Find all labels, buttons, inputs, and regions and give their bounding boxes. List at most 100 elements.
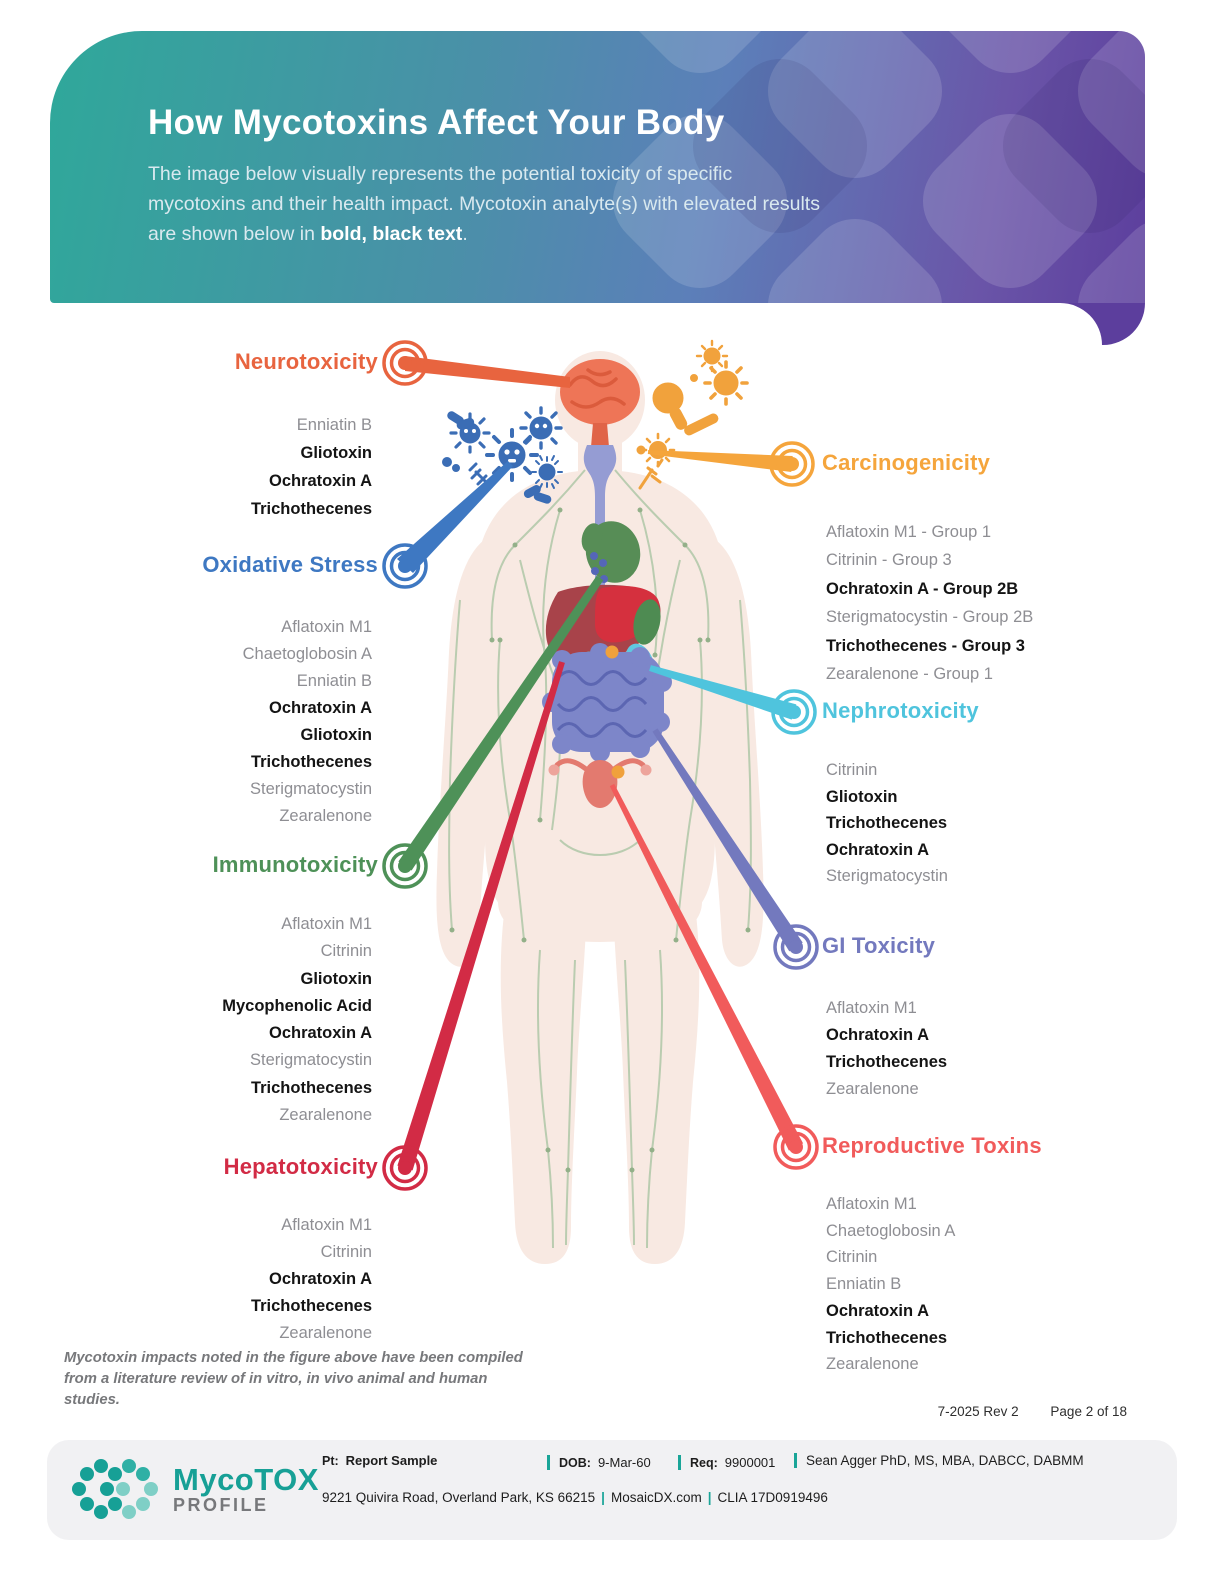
mycotoxin-item: Aflatoxin M1: [826, 1195, 917, 1213]
mycotoxin-item: Gliotoxin: [300, 444, 373, 462]
header-corner-swoosh: [1020, 303, 1145, 345]
page-title: How Mycotoxins Affect Your Body: [148, 103, 725, 142]
target-hepatotoxicity: [382, 661, 565, 1191]
pathogen-cluster-blue: [442, 406, 563, 504]
uterus-organ: [548, 758, 652, 808]
category-label-nephrotoxicity: Nephrotoxicity: [822, 698, 979, 723]
mycotoxin-item: Ochratoxin A: [826, 1026, 929, 1044]
mycotoxin-item: Enniatin B: [296, 672, 372, 690]
header-banner: How Mycotoxins Affect Your Body The imag…: [50, 31, 1145, 303]
lab-address: 9221 Quivira Road, Overland Park, KS 662…: [322, 1490, 596, 1505]
mycotoxin-item: Aflatoxin M1: [826, 999, 917, 1017]
lymph-node-orange: [611, 765, 625, 779]
page-number: Page 2 of 18: [1050, 1404, 1127, 1419]
brand-logo: MycoTOX PROFILE: [69, 1452, 319, 1528]
lab-website: MosaicDX.com: [610, 1490, 702, 1505]
target-gi-toxicity: [652, 728, 819, 970]
mycotoxin-item: Sterigmatocystin: [250, 1051, 372, 1070]
requisition-field: Req:9900001: [678, 1455, 775, 1470]
patient-field: Pt:Report Sample: [322, 1453, 438, 1468]
category-label-carcinogenicity: Carcinogenicity: [822, 450, 991, 475]
mycotoxin-item: Trichothecenes - Group 3: [826, 636, 1025, 655]
mycotoxin-item: Aflatoxin M1: [281, 618, 372, 636]
mycotoxin-item: Gliotoxin: [300, 726, 373, 744]
mycotoxin-list-carcinogenicity: Aflatoxin M1 - Group 1 Citrinin - Group 3…: [826, 518, 1033, 688]
revision-label: 7-2025 Rev 2: [937, 1404, 1019, 1419]
target-reproductive-toxins: [609, 783, 819, 1170]
mycotoxin-item: Gliotoxin: [300, 969, 373, 988]
intestines-organ: [542, 643, 672, 762]
mycotoxin-item: Trichothecenes: [250, 1297, 372, 1315]
mycotoxin-item: Trichothecenes: [826, 1053, 948, 1071]
mycotoxin-item: Ochratoxin A: [826, 840, 929, 859]
mycotoxin-item: Ochratoxin A: [269, 1270, 372, 1288]
mycotoxin-item: Enniatin B: [296, 416, 372, 434]
target-immunotoxicity: [382, 575, 604, 889]
mycotoxin-item: Gliotoxin: [826, 787, 898, 806]
mycotoxin-item: Aflatoxin M1: [281, 915, 372, 933]
body-silhouette: [436, 351, 764, 1264]
category-label-reproductive-toxins: Reproductive Toxins: [822, 1133, 1042, 1158]
figure-footnote: Mycotoxin impacts noted in the figure ab…: [64, 1350, 523, 1408]
target-carcinogenicity: [647, 441, 815, 487]
category-label-immunotoxicity: Immunotoxicity: [212, 852, 378, 877]
target-nephrotoxicity: [649, 665, 817, 735]
mycotoxin-item: Trichothecenes: [250, 500, 372, 518]
stomach-organ: [633, 599, 661, 645]
mycotoxin-item: Ochratoxin A: [826, 1301, 929, 1320]
mycotoxin-item: Sterigmatocystin: [826, 867, 948, 885]
mycotoxin-item: Trichothecenes: [250, 1078, 372, 1097]
mycotoxin-item: Ochratoxin A: [269, 1024, 372, 1043]
brand-name: MycoTOX: [173, 1462, 319, 1497]
mycotoxin-item: Citrinin: [826, 761, 878, 779]
mycotoxin-item: Zearalenone - Group 1: [826, 665, 993, 684]
mycotoxin-item: Citrinin: [320, 1243, 372, 1261]
lymph-node-orange: [605, 645, 619, 659]
mycotoxin-item: Sterigmatocystin: [250, 780, 372, 798]
category-label-neurotoxicity: Neurotoxicity: [234, 349, 378, 374]
mycotoxin-item: Ochratoxin A: [269, 472, 372, 490]
category-label-oxidative-stress: Oxidative Stress: [202, 552, 378, 577]
carcinogen-cluster-orange: [636, 339, 749, 490]
page-subtitle: The image below visually represents the …: [148, 163, 820, 245]
mycotox-dots-logo-icon: [72, 1459, 158, 1519]
mycotoxin-item: Zearalenone: [279, 807, 372, 825]
page-reference: 7-2025 Rev 2 Page 2 of 18: [938, 1404, 1127, 1419]
mycotoxin-item: Zearalenone: [826, 1080, 919, 1098]
mycotoxin-item: Aflatoxin M1 - Group 1: [826, 523, 992, 541]
lab-clia: CLIA 17D0919496: [717, 1490, 828, 1505]
provider-name: Sean Agger PhD, MS, MBA, DABCC, DABMM: [794, 1453, 1084, 1468]
mycotoxin-item: Citrinin - Group 3: [826, 551, 952, 570]
mycotoxin-item: Sterigmatocystin - Group 2B: [826, 608, 1034, 627]
mycotoxin-item: Citrinin: [320, 942, 372, 961]
lab-address-line: 9221 Quivira Road, Overland Park, KS 662…: [322, 1490, 828, 1505]
mycotoxin-item: Zearalenone: [279, 1106, 372, 1125]
target-neurotoxicity: [382, 340, 570, 388]
mycotoxin-item: Chaetoglobosin A: [242, 645, 372, 663]
dob-field: DOB:9-Mar-60: [547, 1455, 651, 1470]
mycotoxin-item: Trichothecenes: [250, 753, 372, 771]
header-diamond-pattern: [612, 31, 1145, 303]
mycotoxin-item: Ochratoxin A - Group 2B: [826, 579, 1019, 598]
mycotoxin-item: Trichothecenes: [826, 1328, 948, 1347]
mycotoxin-item: Chaetoglobosin A: [826, 1221, 956, 1240]
mycotoxin-item: Mycophenolic Acid: [222, 996, 372, 1015]
category-label-gi-toxicity: GI Toxicity: [822, 933, 936, 958]
target-oxidative-stress: [382, 461, 513, 589]
mycotoxin-item: Zearalenone: [826, 1355, 919, 1374]
brain-organ: [560, 359, 640, 447]
mycotoxin-item: Citrinin: [826, 1248, 878, 1267]
category-label-hepatotoxicity: Hepatotoxicity: [223, 1154, 378, 1179]
brand-subtitle: PROFILE: [173, 1495, 269, 1515]
mycotoxin-item: Zearalenone: [279, 1324, 372, 1342]
thymus-organ: [581, 521, 641, 583]
